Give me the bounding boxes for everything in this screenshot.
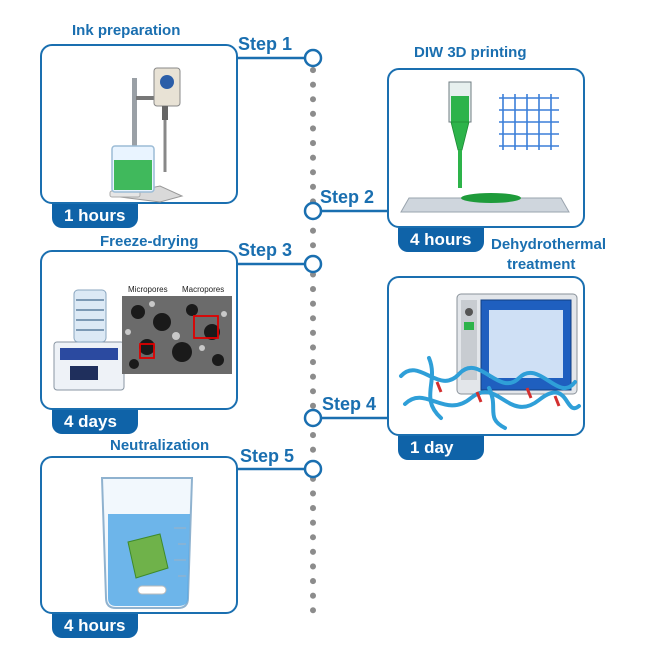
fiber-strands-icon <box>399 356 581 430</box>
step4-title-line1: Dehydrothermal <box>491 236 607 253</box>
step2-title: DIW 3D printing <box>414 44 527 61</box>
step5-node <box>303 459 323 479</box>
oven-icon <box>399 293 581 430</box>
step2-node <box>303 201 323 221</box>
step3-duration: 4 days <box>52 410 138 434</box>
step3-label: Step 3 <box>238 240 293 260</box>
step2-duration: 4 hours <box>398 228 484 252</box>
step4-duration: 1 day <box>398 436 484 460</box>
step4-card <box>387 276 585 436</box>
overhead-stirrer-icon <box>109 67 184 203</box>
step1-node <box>303 48 323 68</box>
step4-label: Step 4 <box>322 394 377 414</box>
printer-nozzle-icon <box>400 81 570 213</box>
step2-card <box>387 68 585 228</box>
step4-node <box>303 408 323 428</box>
printed-grid-icon <box>499 94 559 150</box>
micropores-annotation: Micropores <box>128 285 168 294</box>
step3-card: Micropores Macropores <box>40 250 238 410</box>
step1-card <box>40 44 238 204</box>
freeze-dryer-icon: Micropores Macropores <box>53 285 232 391</box>
step1-title: Ink preparation <box>72 22 181 39</box>
step3-node <box>303 254 323 274</box>
stir-bar-icon <box>137 585 167 595</box>
macropores-annotation: Macropores <box>182 285 224 294</box>
beaker-icon <box>100 477 194 609</box>
step2-label: Step 2 <box>320 187 375 207</box>
step5-label: Step 5 <box>240 446 295 466</box>
step1-duration: 1 hours <box>52 204 138 228</box>
step5-duration: 4 hours <box>52 614 138 638</box>
step1-label: Step 1 <box>238 34 293 54</box>
step5-title: Neutralization <box>110 437 210 454</box>
step3-title: Freeze-drying <box>100 233 199 250</box>
step4-title-line2: treatment <box>507 256 576 273</box>
step5-card <box>40 456 238 614</box>
scaffold-icon <box>127 533 169 579</box>
